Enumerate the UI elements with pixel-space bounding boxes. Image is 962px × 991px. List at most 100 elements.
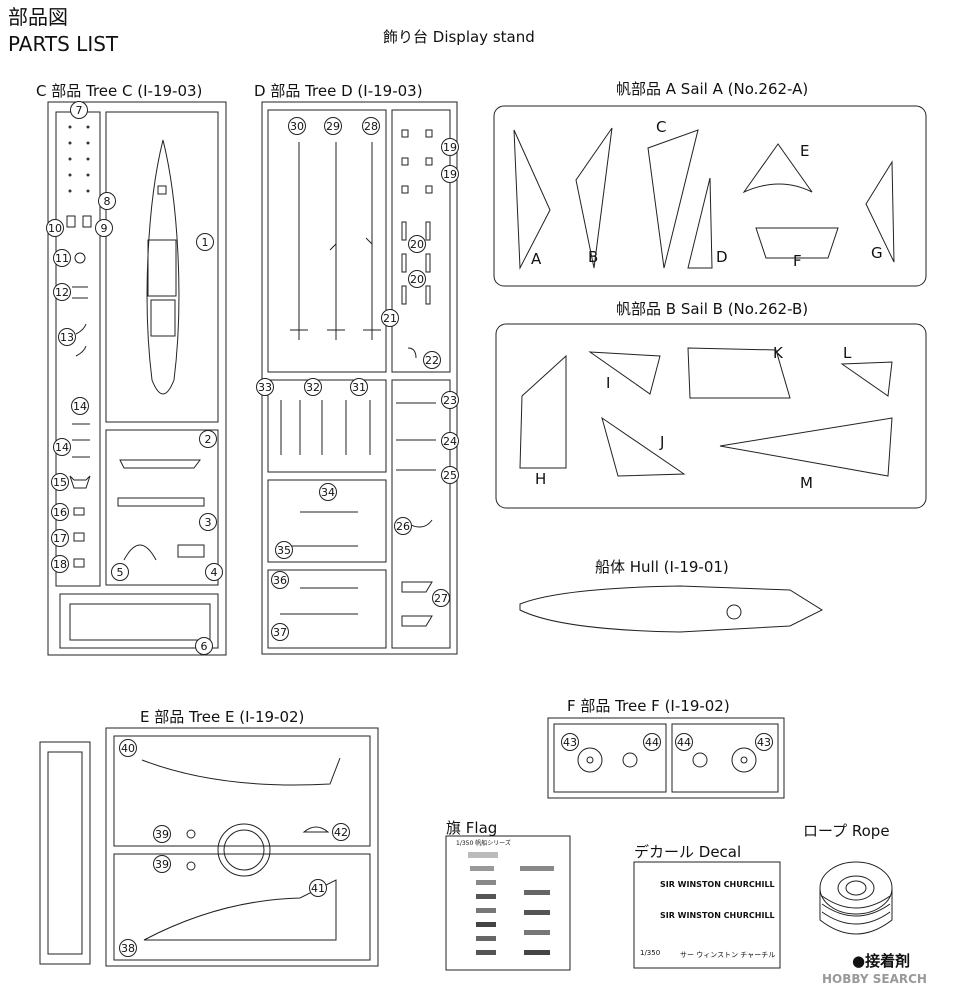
svg-text:22: 22 bbox=[425, 354, 439, 367]
sail-a-frame bbox=[493, 105, 927, 287]
svg-text:18: 18 bbox=[53, 558, 67, 571]
svg-text:39: 39 bbox=[155, 828, 169, 841]
decal-scale: 1/350 bbox=[640, 949, 661, 957]
svg-text:5: 5 bbox=[117, 566, 124, 579]
svg-text:13: 13 bbox=[60, 331, 74, 344]
sail-a-label: 帆部品 A Sail A (No.262-A) bbox=[616, 80, 809, 98]
part-number-f-43: 43 bbox=[561, 733, 579, 751]
svg-text:29: 29 bbox=[326, 120, 340, 133]
svg-text:20: 20 bbox=[410, 273, 424, 286]
flag-label: 旗 Flag bbox=[446, 819, 498, 837]
svg-text:17: 17 bbox=[53, 532, 67, 545]
decal-label: デカール Decal bbox=[634, 843, 742, 861]
svg-text:20: 20 bbox=[410, 238, 424, 251]
part-number-c-18: 18 bbox=[51, 555, 69, 573]
svg-text:16: 16 bbox=[53, 506, 67, 519]
sail-letter-f: F bbox=[793, 252, 802, 270]
part-number-d-27: 27 bbox=[432, 589, 450, 607]
decal-line-1: SIR WINSTON CHURCHILL bbox=[660, 880, 775, 889]
part-number-c-6: 6 bbox=[195, 637, 213, 655]
page-title-en: PARTS LIST bbox=[8, 32, 119, 56]
sail-letter-h: H bbox=[535, 470, 547, 488]
svg-text:43: 43 bbox=[563, 736, 577, 749]
sail-b-label: 帆部品 B Sail B (No.262-B) bbox=[616, 300, 809, 318]
svg-text:26: 26 bbox=[396, 520, 410, 533]
hull-label: 船体 Hull (I-19-01) bbox=[595, 558, 729, 576]
svg-text:40: 40 bbox=[121, 742, 135, 755]
adhesive-label: ●接着剤 bbox=[852, 952, 911, 970]
part-number-d-24: 24 bbox=[441, 432, 459, 450]
part-number-e-38: 38 bbox=[119, 939, 137, 957]
svg-text:12: 12 bbox=[55, 286, 69, 299]
svg-text:31: 31 bbox=[352, 381, 366, 394]
part-number-d-20: 20 bbox=[408, 235, 426, 253]
svg-text:37: 37 bbox=[273, 626, 287, 639]
svg-text:34: 34 bbox=[321, 486, 335, 499]
part-number-c-15: 15 bbox=[51, 473, 69, 491]
tree-e-label: E 部品 Tree E (I-19-02) bbox=[140, 708, 305, 726]
svg-text:35: 35 bbox=[277, 544, 291, 557]
part-number-c-17: 17 bbox=[51, 529, 69, 547]
svg-text:1: 1 bbox=[202, 236, 209, 249]
svg-text:9: 9 bbox=[101, 222, 108, 235]
part-number-c-10: 10 bbox=[46, 219, 64, 237]
part-number-e-40: 40 bbox=[119, 739, 137, 757]
part-number-f-43: 43 bbox=[755, 733, 773, 751]
sail-letter-i: I bbox=[606, 374, 611, 392]
svg-text:7: 7 bbox=[76, 104, 83, 117]
sail-letter-j: J bbox=[660, 433, 665, 451]
part-number-e-39: 39 bbox=[153, 855, 171, 873]
svg-text:24: 24 bbox=[443, 435, 457, 448]
svg-text:3: 3 bbox=[205, 516, 212, 529]
part-number-f-44: 44 bbox=[675, 733, 693, 751]
svg-text:10: 10 bbox=[48, 222, 62, 235]
part-number-d-30: 30 bbox=[288, 117, 306, 135]
tree-c-part-shapes bbox=[66, 139, 205, 568]
part-number-d-19: 19 bbox=[441, 165, 459, 183]
tree-f-label: F 部品 Tree F (I-19-02) bbox=[567, 697, 730, 715]
decal-line-2: SIR WINSTON CHURCHILL bbox=[660, 911, 775, 920]
sail-letter-b: B bbox=[588, 248, 599, 266]
sail-b-frame bbox=[495, 323, 927, 509]
svg-text:42: 42 bbox=[334, 826, 348, 839]
part-number-d-33: 33 bbox=[256, 378, 274, 396]
tree-f-frame bbox=[547, 717, 785, 799]
hull-part bbox=[519, 585, 824, 633]
svg-text:2: 2 bbox=[205, 433, 212, 446]
part-number-c-16: 16 bbox=[51, 503, 69, 521]
display-stand-label: 飾り台 Display stand bbox=[383, 28, 535, 46]
flag-sheet-header: 1/350 帆船シリーズ bbox=[456, 840, 511, 847]
svg-text:6: 6 bbox=[201, 640, 208, 653]
decal-jp-name: サー ウィンストン チャーチル bbox=[680, 951, 776, 959]
svg-text:30: 30 bbox=[290, 120, 304, 133]
sail-letter-c: C bbox=[656, 118, 667, 136]
part-number-c-9: 9 bbox=[95, 219, 113, 237]
svg-text:33: 33 bbox=[258, 381, 272, 394]
sail-letter-a: A bbox=[531, 250, 542, 268]
part-number-d-25: 25 bbox=[441, 466, 459, 484]
svg-text:44: 44 bbox=[677, 736, 691, 749]
part-number-d-20: 20 bbox=[408, 270, 426, 288]
decal-sheet bbox=[633, 861, 781, 969]
part-number-c-14: 14 bbox=[71, 397, 89, 415]
svg-text:36: 36 bbox=[273, 574, 287, 587]
sail-letter-m: M bbox=[800, 474, 813, 492]
part-number-d-23: 23 bbox=[441, 391, 459, 409]
svg-text:14: 14 bbox=[73, 400, 87, 413]
part-number-d-29: 29 bbox=[324, 117, 342, 135]
svg-text:41: 41 bbox=[311, 882, 325, 895]
sail-letter-l: L bbox=[843, 344, 852, 362]
svg-text:32: 32 bbox=[306, 381, 320, 394]
page-title-jp: 部品図 bbox=[8, 5, 68, 29]
svg-text:23: 23 bbox=[443, 394, 457, 407]
svg-text:28: 28 bbox=[364, 120, 378, 133]
svg-text:4: 4 bbox=[211, 566, 218, 579]
rope-label: ロープ Rope bbox=[803, 822, 890, 840]
part-number-c-11: 11 bbox=[53, 249, 71, 267]
svg-text:43: 43 bbox=[757, 736, 771, 749]
part-number-c-5: 5 bbox=[111, 563, 129, 581]
tree-d-part-shapes bbox=[280, 129, 436, 627]
